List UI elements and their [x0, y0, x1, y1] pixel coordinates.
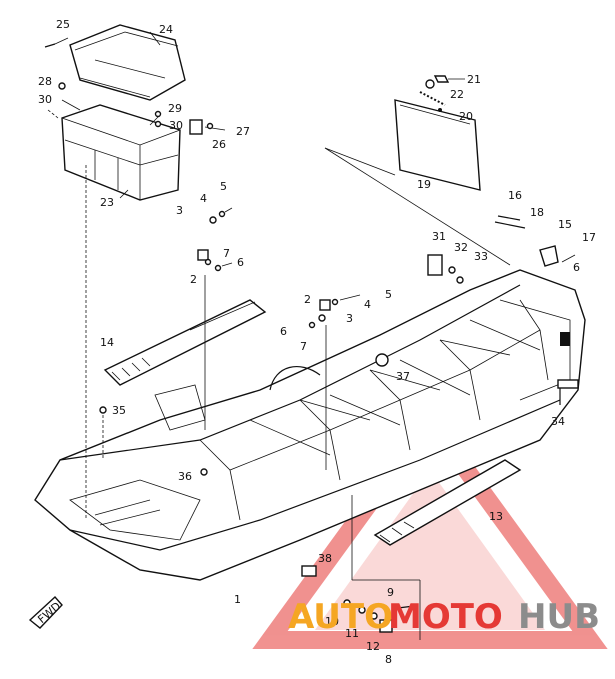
grommet-38 [301, 565, 317, 577]
callout-1: 1 [234, 593, 241, 606]
callout-31: 31 [432, 230, 446, 243]
callout-14: 14 [100, 336, 114, 349]
callout-18: 18 [530, 206, 544, 219]
callout-15: 15 [558, 218, 572, 231]
callout-4: 4 [364, 298, 371, 311]
nut-21 [433, 75, 450, 83]
callout-7: 7 [223, 247, 230, 260]
callout-labels: 1 2 2 3 3 4 4 5 5 6 6 6 7 7 8 9 10 11 12… [38, 18, 596, 666]
bolt-group-mid [308, 294, 361, 470]
callout-16: 16 [508, 189, 522, 202]
callout-3: 3 [176, 204, 183, 217]
watermark-text: AUTO MOTO HUB [288, 597, 600, 637]
screw-36 [200, 468, 208, 476]
footrest-13 [373, 459, 522, 546]
callout-7: 7 [300, 340, 307, 353]
callout-12: 12 [366, 640, 380, 653]
watermark-logo [252, 404, 608, 649]
main-hull [34, 269, 586, 581]
callout-38: 38 [318, 552, 332, 565]
watermark-moto: MOTO [388, 597, 503, 637]
plate-31 [427, 254, 443, 276]
watermark-auto: AUTO [288, 597, 393, 637]
back-plate [394, 99, 481, 191]
callout-33: 33 [474, 250, 488, 263]
callout-36: 36 [178, 470, 192, 483]
callout-27: 27 [236, 125, 250, 138]
callout-3: 3 [346, 312, 353, 325]
callout-30: 30 [38, 93, 52, 106]
callout-21: 21 [467, 73, 481, 86]
fwd-arrow: FWD [28, 595, 63, 629]
callout-10: 10 [325, 615, 339, 628]
callout-19: 19 [417, 178, 431, 191]
footrest-14 [103, 299, 267, 386]
bolt-16 [494, 221, 526, 229]
bolt-group-upper [197, 207, 233, 272]
callout-4: 4 [200, 192, 207, 205]
callout-5: 5 [220, 180, 227, 193]
screw-25 [44, 43, 56, 48]
callout-20: 20 [459, 110, 473, 123]
callout-37: 37 [396, 370, 410, 383]
callout-9: 9 [387, 586, 394, 599]
callout-32: 32 [454, 241, 468, 254]
callout-6: 6 [573, 261, 580, 274]
spring-20 [419, 91, 446, 106]
callout-29: 29 [168, 102, 182, 115]
callout-28: 28 [38, 75, 52, 88]
callout-30: 30 [169, 119, 183, 132]
callout-35: 35 [112, 404, 126, 417]
bolt-group-lower [343, 495, 421, 640]
watermark-hub: HUB [518, 597, 600, 637]
storage-box [61, 104, 181, 201]
latch-26 [189, 119, 226, 135]
callout-2: 2 [190, 273, 197, 286]
seat-cushion [69, 24, 186, 101]
callout-2: 2 [304, 293, 311, 306]
callout-6: 6 [280, 325, 287, 338]
callout-34: 34 [551, 415, 565, 428]
callout-5: 5 [385, 288, 392, 301]
callout-13: 13 [489, 510, 503, 523]
callout-23: 23 [100, 196, 114, 209]
callout-8: 8 [385, 653, 392, 666]
callout-17: 17 [582, 231, 596, 244]
screw-35 [99, 406, 107, 414]
callout-11: 11 [345, 627, 359, 640]
callout-26: 26 [212, 138, 226, 151]
washer-22 [425, 79, 435, 89]
callout-6: 6 [237, 256, 244, 269]
callout-24: 24 [159, 23, 173, 36]
callout-22: 22 [450, 88, 464, 101]
bracket-15 [539, 245, 559, 267]
callout-25: 25 [56, 18, 70, 31]
